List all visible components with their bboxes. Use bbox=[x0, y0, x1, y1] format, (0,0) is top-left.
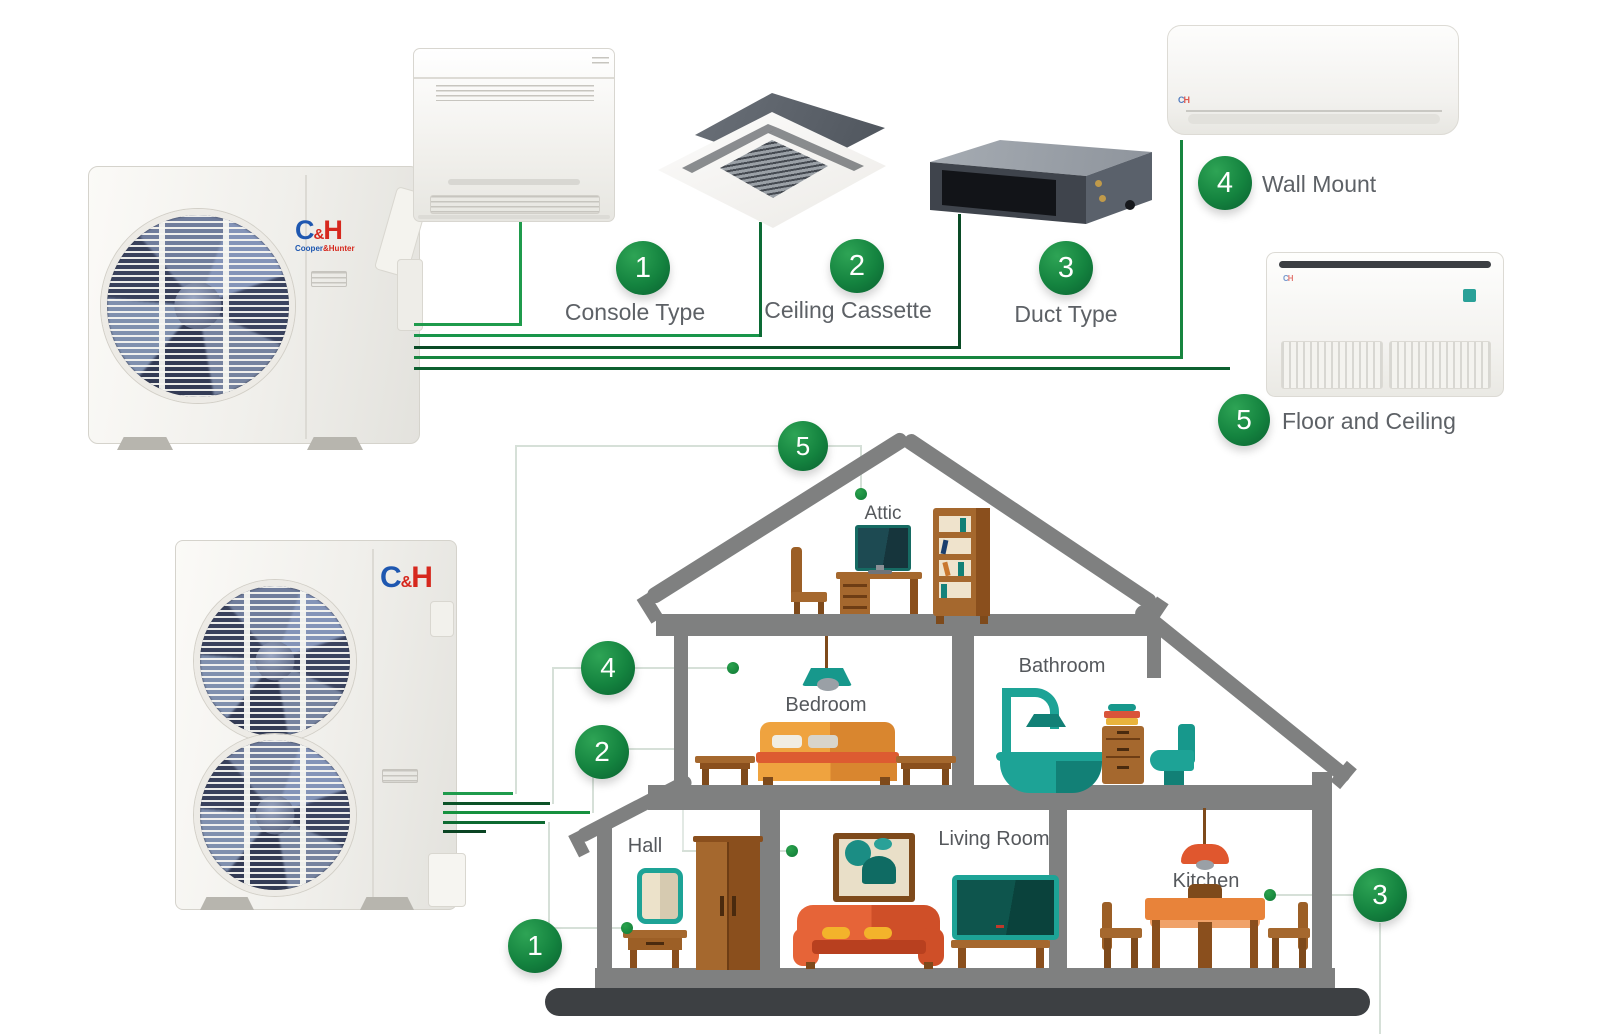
bottom-grille bbox=[430, 195, 600, 214]
legend-badge-5: 5 bbox=[1218, 394, 1270, 446]
line-duct bbox=[414, 346, 961, 349]
house-badge-3: 3 bbox=[1353, 868, 1407, 922]
console-type-unit bbox=[413, 48, 615, 222]
room-label-attic: Attic bbox=[864, 503, 902, 524]
ceiling-cassette-unit bbox=[652, 82, 892, 232]
top-louver bbox=[436, 85, 594, 101]
fan-icon bbox=[194, 580, 356, 742]
room-label-bedroom: Bedroom bbox=[785, 694, 867, 716]
legend-label-console-type: Console Type bbox=[564, 299, 706, 325]
legend-badge-4: 4 bbox=[1198, 156, 1252, 210]
legend-badge-2: 2 bbox=[830, 239, 884, 293]
floor-ceiling-unit: CH bbox=[1266, 252, 1504, 397]
side-bracket bbox=[428, 853, 466, 907]
line-console bbox=[414, 323, 522, 326]
legend-badge-3: 3 bbox=[1039, 241, 1093, 295]
unit-dot-attic bbox=[855, 488, 867, 500]
attic-floor-beam bbox=[656, 614, 1152, 636]
legend-label-wall-mount: Wall Mount bbox=[1262, 171, 1377, 197]
indicator bbox=[1463, 289, 1476, 302]
cooper-hunter-logo: C&H Cooper&Hunter bbox=[295, 215, 355, 253]
wall-mount-unit: CH bbox=[1167, 25, 1459, 135]
line-wall-mount bbox=[414, 356, 1183, 359]
outdoor-unit-dual-fan: C&H bbox=[175, 540, 466, 910]
room-label-bathroom: Bathroom bbox=[1018, 655, 1106, 677]
top-vent-slot bbox=[1279, 261, 1491, 268]
room-label-hall: Hall bbox=[627, 835, 663, 857]
louver-left bbox=[1281, 341, 1383, 389]
house-badge-1: 1 bbox=[508, 919, 562, 973]
duct-type-unit bbox=[925, 136, 1155, 228]
house-badge-4: 4 bbox=[581, 641, 635, 695]
legend-label-duct-type: Duct Type bbox=[1014, 301, 1118, 327]
cooper-hunter-logo: CH bbox=[1283, 274, 1294, 283]
unit-dot-bedroom bbox=[727, 662, 739, 674]
louver-right bbox=[1389, 341, 1491, 389]
foundation-base bbox=[545, 988, 1370, 1016]
ground-floor-beam bbox=[595, 968, 1335, 990]
control-vent bbox=[311, 271, 347, 287]
cooper-hunter-logo: CH bbox=[1178, 95, 1190, 105]
legend-label-ceiling-cassette: Ceiling Cassette bbox=[764, 297, 932, 323]
line-floor-ceiling bbox=[414, 367, 1230, 370]
cooper-hunter-logo: C&H bbox=[380, 561, 433, 594]
legend-badge-1: 1 bbox=[616, 241, 670, 295]
fan-icon bbox=[101, 209, 295, 403]
house-badge-5: 5 bbox=[778, 421, 828, 471]
control-vent bbox=[382, 769, 418, 783]
unit-dot-hall bbox=[621, 922, 633, 934]
unit-dot-living-room bbox=[786, 845, 798, 857]
knob bbox=[1125, 200, 1135, 210]
line-cassette bbox=[414, 334, 762, 337]
fan-icon bbox=[194, 734, 356, 896]
house-badge-2: 2 bbox=[575, 725, 629, 779]
valve bbox=[1095, 180, 1102, 187]
air-flap bbox=[1188, 114, 1440, 124]
unit-dot-kitchen bbox=[1264, 889, 1276, 901]
outdoor-unit-single-fan: C&H Cooper&Hunter bbox=[88, 166, 431, 450]
second-floor-beam bbox=[648, 785, 1332, 810]
valve bbox=[1099, 195, 1106, 202]
line-set-cover bbox=[397, 259, 423, 331]
legend-label-floor-and-ceiling: Floor and Ceiling bbox=[1282, 408, 1456, 434]
room-label-living-room: Living Room bbox=[938, 828, 1050, 850]
line-set-cover bbox=[430, 601, 454, 637]
